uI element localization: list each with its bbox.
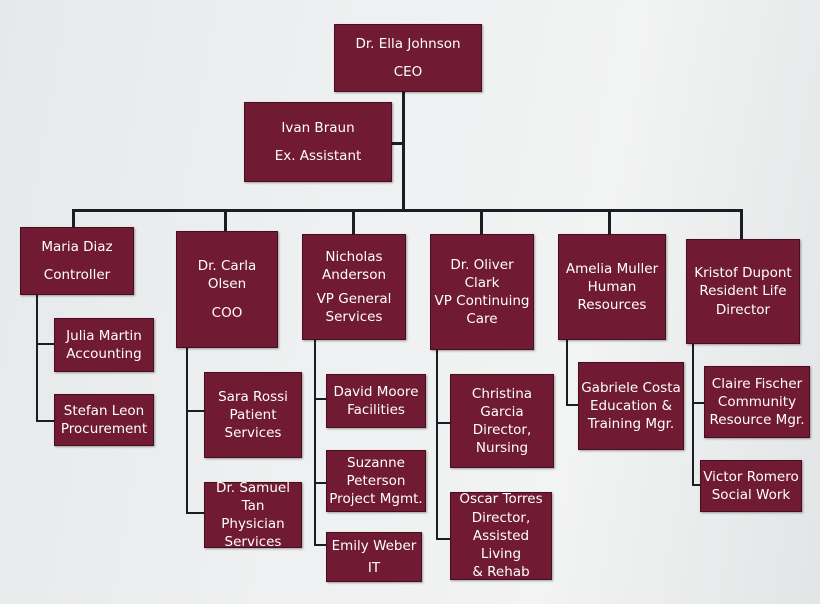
node-it-name: Emily Weber [331, 537, 417, 554]
connector-patient [186, 410, 204, 412]
connector-vpcc-spine [436, 350, 438, 540]
node-patient-services: Sara Rossi Patient Services [204, 372, 302, 458]
connector-ceo-trunk [402, 92, 405, 210]
node-physician-services-text: Dr. Samuel Tan Physician Services [216, 479, 290, 551]
connector-facilities [314, 398, 326, 400]
node-education-training: Gabriele Costa Education & Training Mgr. [578, 362, 684, 450]
connector-drop-resident [740, 209, 743, 239]
node-facilities: David Moore Facilities [326, 374, 426, 428]
node-procurement-text: Stefan Leon Procurement [60, 402, 148, 437]
node-assistant: Ivan Braun Ex. Assistant [244, 102, 392, 182]
node-coo-name: Dr. Carla Olsen [197, 258, 257, 293]
connector-resident-spine [692, 344, 694, 486]
node-coo-title: COO [211, 304, 243, 321]
connector-education [566, 404, 578, 406]
node-resident-life-text: Kristof Dupont Resident Life Director [694, 265, 792, 318]
connector-accounting [36, 343, 54, 345]
node-vp-continuing-care-text: Dr. Oliver Clark VP Continuing Care [434, 256, 530, 328]
connector-assisted [436, 538, 450, 540]
connector-drop-controller [72, 209, 75, 227]
node-physician-services: Dr. Samuel Tan Physician Services [204, 480, 302, 550]
connector-drop-vpgs [352, 209, 355, 234]
node-project-mgmt-text: Suzanne Peterson Project Mgmt. [329, 454, 423, 508]
connector-nursing [436, 422, 450, 424]
node-human-resources-text: Amelia Muller Human Resources [565, 260, 659, 314]
node-resident-life: Kristof Dupont Resident Life Director [686, 239, 800, 344]
node-vp-continuing-care: Dr. Oliver Clark VP Continuing Care [430, 234, 534, 350]
node-ceo-title: CEO [393, 64, 423, 80]
node-coo: Dr. Carla Olsen COO [176, 231, 278, 348]
node-it-title: IT [367, 560, 381, 576]
connector-controller-spine [36, 295, 38, 422]
node-education-training-text: Gabriele Costa Education & Training Mgr. [581, 379, 681, 433]
node-it: Emily Weber IT [326, 532, 422, 582]
node-controller-title: Controller [43, 267, 111, 283]
connector-procurement [36, 420, 54, 422]
connector-horizontal-bar [72, 209, 743, 212]
node-procurement: Stefan Leon Procurement [54, 394, 154, 446]
node-ceo-name: Dr. Ella Johnson [355, 35, 461, 52]
connector-drop-coo [224, 209, 227, 231]
connector-it [314, 544, 326, 546]
connector-physician [186, 512, 204, 514]
node-assistant-title: Ex. Assistant [274, 148, 362, 164]
connector-assistant [392, 142, 404, 145]
connector-community [692, 402, 704, 404]
connector-vpgs-spine [314, 340, 316, 546]
node-patient-services-text: Sara Rossi Patient Services [218, 388, 288, 442]
node-vp-general-services-title: VP General Services [316, 291, 392, 326]
connector-coo-spine [186, 348, 188, 514]
node-vp-general-services-name: Nicholas Anderson [321, 248, 387, 283]
connector-project [314, 482, 326, 484]
node-community-resource-text: Claire Fischer Community Resource Mgr. [709, 375, 805, 429]
node-social-work: Victor Romero Social Work [700, 460, 802, 512]
node-assistant-name: Ivan Braun [281, 119, 355, 136]
node-controller-name: Maria Diaz [41, 238, 113, 255]
node-ceo: Dr. Ella Johnson CEO [334, 24, 482, 92]
node-accounting-text: Julia Martin Accounting [66, 327, 142, 362]
node-community-resource: Claire Fischer Community Resource Mgr. [704, 366, 810, 438]
node-accounting: Julia Martin Accounting [54, 318, 154, 372]
node-nursing-text: Christina Garcia Director, Nursing [471, 385, 533, 457]
connector-drop-vpcc [480, 209, 483, 234]
node-nursing: Christina Garcia Director, Nursing [450, 374, 554, 468]
node-assisted-living: Oscar Torres Director, Assisted Living &… [450, 491, 552, 581]
node-controller: Maria Diaz Controller [20, 227, 134, 295]
connector-hr-spine [566, 340, 568, 406]
connector-social [692, 484, 704, 486]
node-vp-general-services: Nicholas Anderson VP General Services [302, 234, 406, 340]
node-social-work-text: Victor Romero Social Work [703, 468, 799, 503]
node-project-mgmt: Suzanne Peterson Project Mgmt. [326, 450, 426, 512]
node-human-resources: Amelia Muller Human Resources [558, 234, 666, 340]
node-assisted-living-text: Oscar Torres Director, Assisted Living &… [459, 491, 543, 581]
node-facilities-text: David Moore Facilities [333, 383, 419, 418]
connector-drop-hr [608, 209, 611, 234]
